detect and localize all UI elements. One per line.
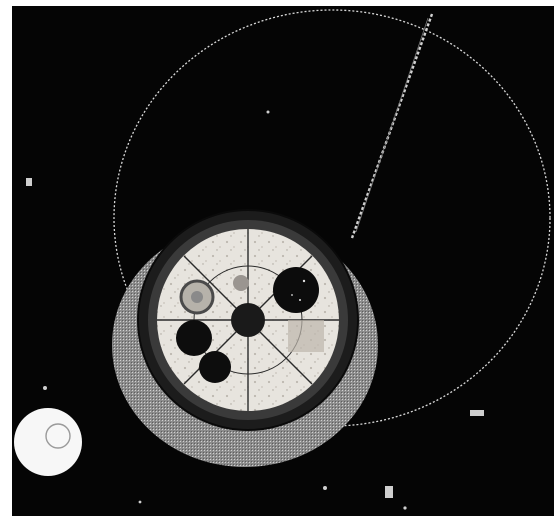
left-dark-planet <box>176 320 212 356</box>
small-top-planet <box>233 275 249 291</box>
right-mottled-patch <box>288 320 324 352</box>
center-dot <box>231 303 265 337</box>
lower-dark-planet <box>199 351 231 383</box>
upper-right-dark-planet <box>273 267 319 313</box>
upper-left-ringed-planet-core <box>191 291 203 303</box>
